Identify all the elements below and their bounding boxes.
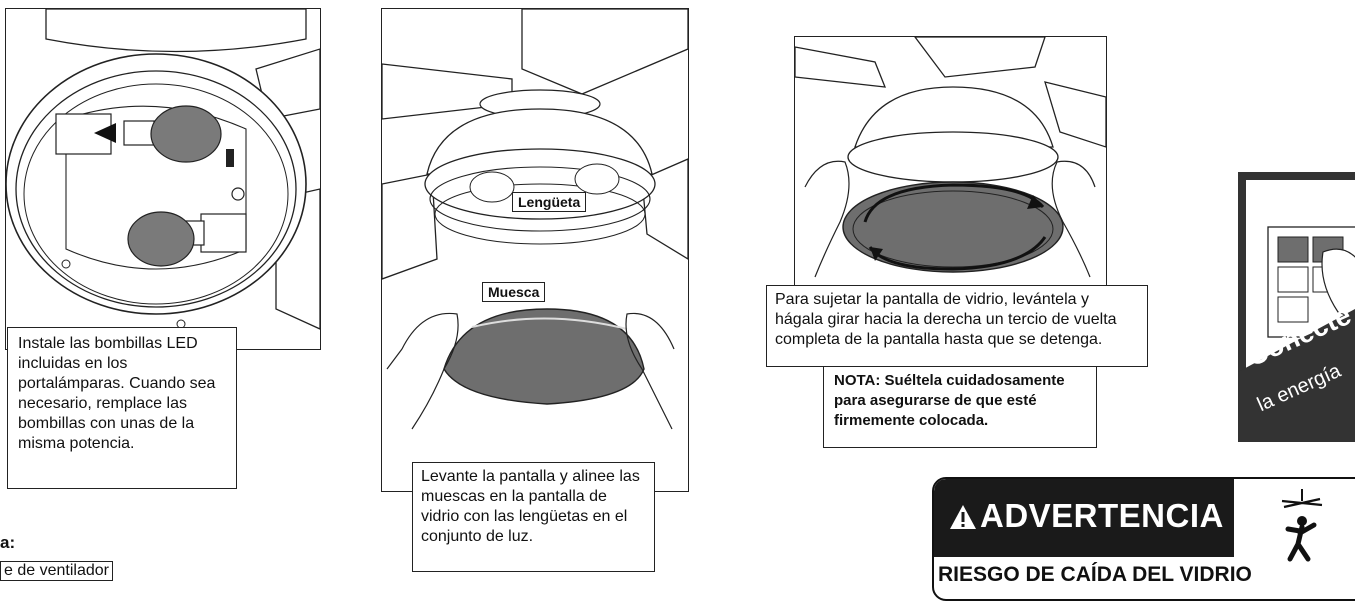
section-heading-fragment: a:: [0, 533, 16, 552]
step1-caption: Instale las bombillas LED incluidas en l…: [7, 327, 237, 489]
warning-subtitle: RIESGO DE CAÍDA DEL VIDRIO: [938, 563, 1252, 586]
warning-triangle-icon: [950, 505, 976, 529]
step3-note: NOTA: Suéltela cuidadosamente para asegu…: [823, 366, 1097, 448]
label-notch: Muesca: [482, 282, 546, 302]
step3-caption: Para sujetar la pantalla de vidrio, levá…: [766, 285, 1148, 367]
falling-glass-icon: [1281, 489, 1323, 562]
warning-box: ADVERTENCIA RIESGO DE CAÍDA DEL VIDRIO: [932, 477, 1355, 601]
step2-caption: Levante la pantalla y alinee las muescas…: [412, 462, 655, 572]
step3-illustration: [794, 36, 1107, 288]
boxed-fragment: e de ventilador: [0, 561, 113, 581]
label-tab: Lengüeta: [512, 192, 587, 212]
step2-illustration: [381, 8, 689, 492]
power-card: Conecte la energía: [1238, 172, 1355, 442]
warning-title: ADVERTENCIA: [980, 497, 1224, 534]
step1-illustration: [5, 8, 321, 350]
warning-banner: ADVERTENCIA: [934, 479, 1234, 557]
